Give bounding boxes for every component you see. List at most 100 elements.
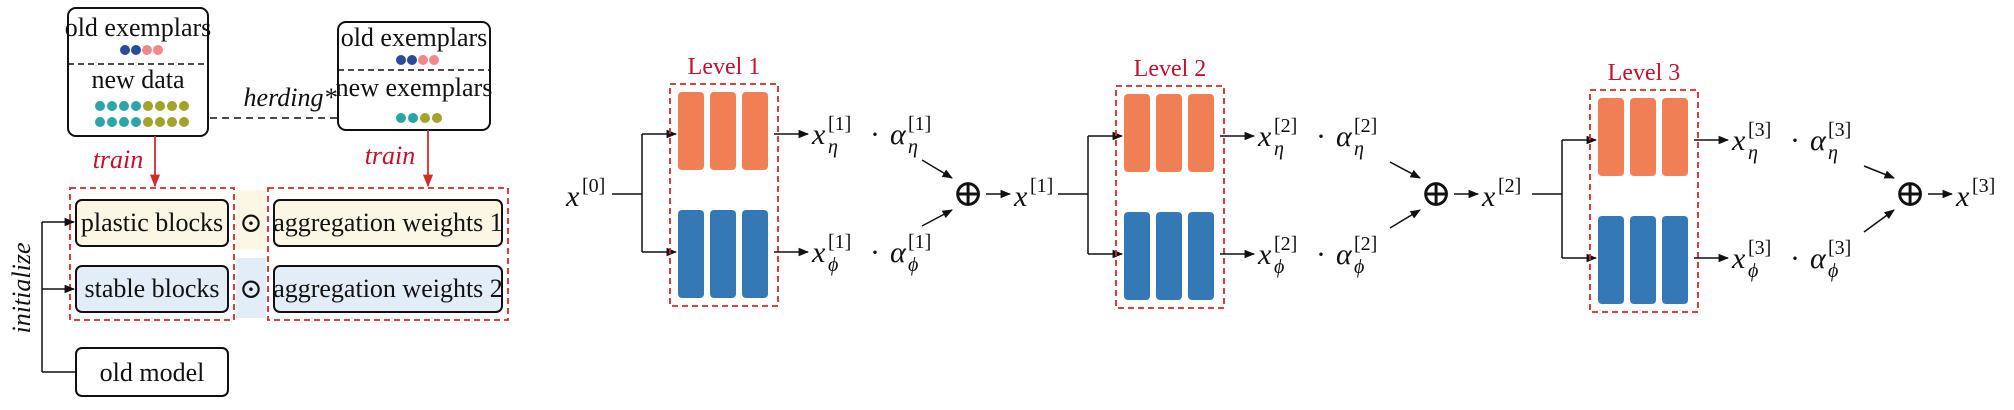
level-2-stable-output-alpha-sub: ϕ — [1354, 256, 1364, 278]
level-2-result-sup: [2] — [1498, 175, 1521, 197]
level-2-stable-output-sub: ϕ — [1274, 256, 1284, 278]
level-1-plastic-output-base: x — [811, 118, 826, 151]
new-data-dots — [95, 101, 189, 127]
old-exemplar-dots — [120, 45, 163, 55]
herding-label: herding* — [244, 83, 337, 112]
level-2-stable-output-base: x — [1257, 238, 1272, 271]
level-3-box — [1589, 89, 1699, 313]
level-2-plastic-output-alpha-sub: η — [1354, 138, 1364, 160]
level-1-plastic-output-sub: η — [828, 136, 838, 158]
level-3-stable-block-3 — [1662, 216, 1688, 304]
level-3-bottom-merge-arrow — [1863, 209, 1895, 233]
level-3-plastic-output-sup: [3] — [1748, 119, 1771, 141]
odot-bg-2 — [236, 258, 266, 318]
level-3-plastic-output-base: x — [1731, 124, 1746, 157]
blocks-train-region — [69, 187, 235, 321]
level-2-plastic-output-base: x — [1257, 120, 1272, 153]
level-3-oplus: ⊕ — [1894, 173, 1926, 215]
level-1-plastic-output-alpha: α — [890, 118, 907, 151]
level-3-stable-output-alpha-sup: [3] — [1828, 237, 1851, 259]
level-1-stable-output-sup: [1] — [828, 231, 851, 253]
aggregation-weights-2-box — [273, 265, 503, 313]
level-1-plastic-block-1 — [678, 92, 704, 170]
level-2-bottom-merge-arrow — [1389, 209, 1421, 229]
level-2-top-merge-arrow — [1389, 161, 1421, 179]
level-2-plastic-output-alpha: α — [1336, 120, 1353, 153]
level-2-box — [1115, 85, 1225, 309]
train-label-2: train — [365, 141, 416, 170]
level-1-top-merge-arrow — [921, 159, 953, 179]
level-1-oplus: ⊕ — [952, 173, 984, 215]
level-2-plastic-block-1 — [1124, 94, 1150, 172]
level-1-stable-block-2 — [710, 210, 736, 298]
level-3-stable-output-sup: [3] — [1748, 237, 1771, 259]
level-2-plastic-output-alpha-sup: [2] — [1354, 115, 1377, 137]
level-2-stable-block-3 — [1188, 212, 1214, 300]
level-3-plastic-output: x[3]η·α[3]η — [1731, 119, 1851, 164]
input-x0-sup: [0] — [582, 175, 605, 197]
level-2-title: Level 2 — [1134, 56, 1207, 82]
level-3-stable-output-alpha-sub: ϕ — [1828, 260, 1838, 282]
level-1-plastic-output-sup: [1] — [828, 113, 851, 135]
level-2-result: x[2] — [1481, 175, 1521, 213]
level-3-result-base: x — [1955, 180, 1970, 213]
level-2-plastic-block-3 — [1188, 94, 1214, 172]
odot-symbol-1: ⊙ — [239, 208, 262, 239]
level-1-plastic-output-alpha-sub: η — [908, 136, 918, 158]
level-3-stable-output-alpha: α — [1810, 242, 1827, 275]
level-2-stable-output-alpha: α — [1336, 238, 1353, 271]
level-1-stable-output-alpha-sup: [1] — [908, 231, 931, 253]
input-x0: x[0] — [565, 175, 605, 213]
initialize-connector — [41, 217, 76, 373]
level-3-result: x[3] — [1955, 175, 1995, 213]
level-2-stable-output-sup: [2] — [1274, 233, 1297, 255]
level-2-plastic-block-2 — [1156, 94, 1182, 172]
level-1-stable-output-dot: · — [870, 236, 880, 269]
exemplar-box: old exemplars new exemplars — [336, 21, 493, 131]
new-exemplars-label: new exemplars — [336, 73, 493, 102]
level-1-stable-output-alpha: α — [890, 236, 907, 269]
level-1-plastic-output-dot: · — [870, 118, 880, 151]
exemplar-box-old-exemplars-label: old exemplars — [341, 23, 488, 52]
level-3-plastic-block-2 — [1630, 98, 1656, 176]
level-3-stable-output-base: x — [1731, 242, 1746, 275]
level-3-top-merge-arrow — [1863, 165, 1895, 179]
weights-train-region — [267, 187, 509, 321]
level-1-stable-block-1 — [678, 210, 704, 298]
level-2-stable-block-1 — [1124, 212, 1150, 300]
plastic-blocks-label: plastic blocks — [81, 208, 223, 237]
level-2-stable-output: x[2]ϕ·α[2]ϕ — [1257, 233, 1377, 278]
level-1-result-base: x — [1013, 180, 1028, 213]
initialize-label: initialize — [7, 243, 36, 334]
aggregation-weights-1-box — [273, 199, 503, 247]
level-3-stable-output-sub: ϕ — [1748, 260, 1758, 282]
level-3-plastic-block-3 — [1662, 98, 1688, 176]
kept-old-exemplar-dots — [396, 55, 439, 65]
level-3-stable-block-1 — [1598, 216, 1624, 304]
level-3-stable-block-2 — [1630, 216, 1656, 304]
level-2-oplus: ⊕ — [1420, 173, 1452, 215]
level-3-result-sup: [3] — [1972, 175, 1995, 197]
level-1-plastic-block-2 — [710, 92, 736, 170]
input-x0-base: x — [565, 180, 580, 213]
level-2-plastic-output-sup: [2] — [1274, 115, 1297, 137]
right-panel: x[0]Level 1x[1]η·α[1]ηx[1]ϕ·α[1]ϕ⊕x[1]Le… — [565, 54, 1995, 313]
level-3-plastic-output-dot: · — [1790, 124, 1800, 157]
level-1-bottom-merge-arrow — [921, 209, 953, 227]
data-box: old exemplars new data — [65, 7, 212, 137]
level-3-plastic-output-alpha-sub: η — [1828, 142, 1838, 164]
level-3-stable-output: x[3]ϕ·α[3]ϕ — [1731, 237, 1851, 282]
stable-blocks-label: stable blocks — [84, 274, 219, 303]
level-1-stable-output-sub: ϕ — [828, 254, 838, 276]
level-1-stable-output-base: x — [811, 236, 826, 269]
level-1-stable-output: x[1]ϕ·α[1]ϕ — [811, 231, 931, 276]
level-1-plastic-output-alpha-sup: [1] — [908, 113, 931, 135]
new-data-label: new data — [91, 65, 185, 94]
level-3-stable-output-dot: · — [1790, 242, 1800, 275]
level-3-plastic-output-alpha-sup: [3] — [1828, 119, 1851, 141]
data-box-old-exemplars-label: old exemplars — [65, 13, 212, 42]
train-label-1: train — [93, 145, 144, 174]
level-2-plastic-output: x[2]η·α[2]η — [1257, 115, 1377, 160]
level-3-title: Level 3 — [1608, 60, 1681, 86]
